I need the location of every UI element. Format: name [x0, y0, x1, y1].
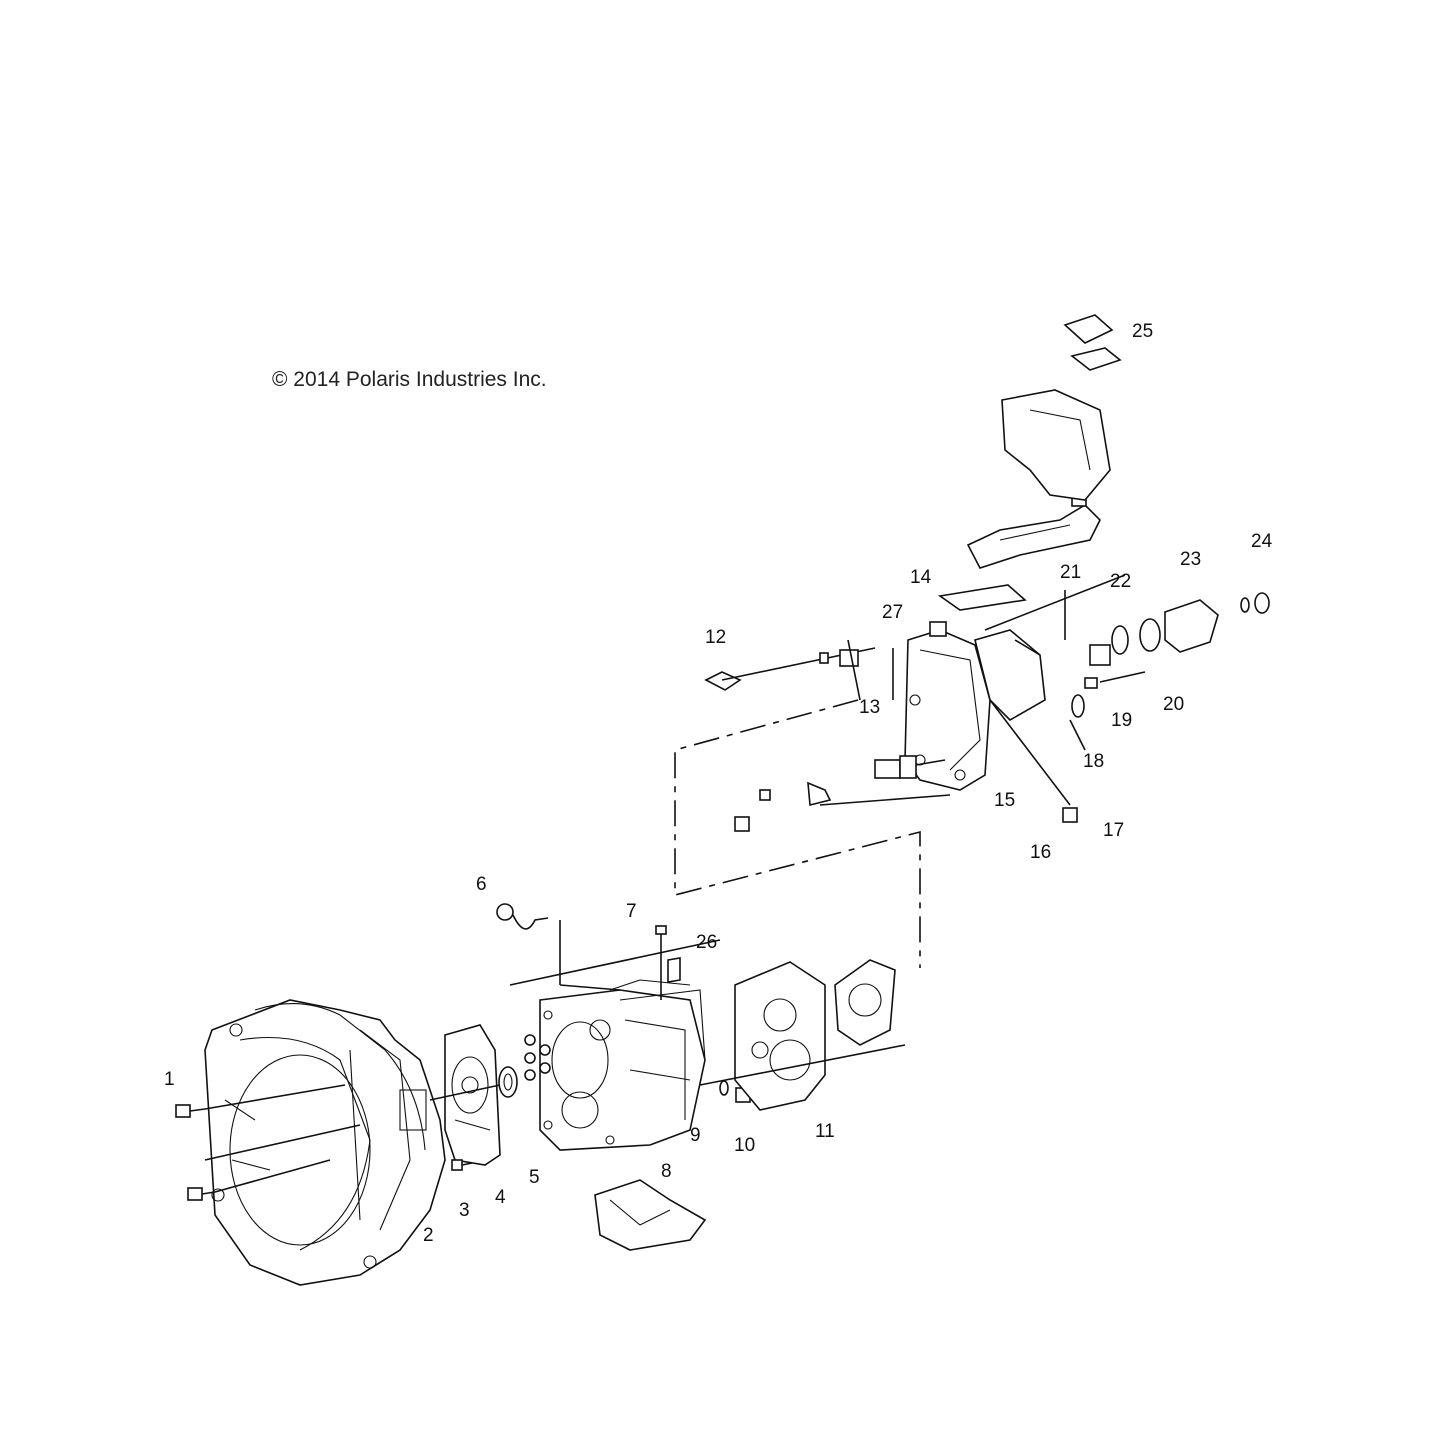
transmission-case — [539, 979, 706, 1151]
callout-6: 6 — [476, 874, 487, 895]
callout-2: 2 — [423, 1225, 434, 1246]
callout-8: 8 — [661, 1161, 672, 1182]
rear-plate — [734, 961, 826, 1111]
callout-13: 13 — [859, 697, 880, 718]
bell-housing — [204, 999, 446, 1286]
callout-3: 3 — [459, 1200, 470, 1221]
callout-5: 5 — [529, 1167, 540, 1188]
nut-24 — [1240, 592, 1270, 614]
callout-12: 12 — [705, 627, 726, 648]
plug-9 — [719, 1080, 729, 1096]
sensor-6 — [496, 903, 549, 930]
callout-labels: 1 2 3 4 5 6 7 8 9 10 11 12 13 14 15 16 1… — [164, 321, 1273, 1246]
front-cover — [444, 1024, 501, 1166]
gasket-14 — [937, 584, 1027, 611]
extension-housing — [904, 629, 1046, 791]
case-studs — [524, 1034, 551, 1081]
callout-11: 11 — [815, 1121, 835, 1142]
group-bracket — [674, 699, 921, 968]
bolt-7 — [655, 925, 667, 1000]
copyright-notice: © 2014 Polaris Industries Inc. — [272, 368, 547, 391]
callout-23: 23 — [1180, 549, 1201, 570]
callout-21: 21 — [1060, 562, 1081, 583]
output-flange-23 — [1089, 599, 1219, 666]
callout-7: 7 — [626, 901, 637, 922]
bolt-1 — [175, 1104, 216, 1201]
callout-25: 25 — [1132, 321, 1153, 342]
gasket-ring — [834, 959, 896, 1046]
callout-9: 9 — [690, 1125, 701, 1146]
callout-22: 22 — [1110, 571, 1131, 592]
fitting-18 — [1071, 694, 1085, 718]
callout-19: 19 — [1111, 710, 1132, 731]
callout-14: 14 — [910, 567, 932, 588]
detent-assembly — [874, 755, 946, 779]
sensor-17 — [1062, 807, 1078, 823]
callout-10: 10 — [734, 1135, 755, 1156]
skid-plate — [594, 1179, 707, 1251]
callout-1: 1 — [164, 1069, 175, 1090]
shift-boot — [1063, 314, 1122, 371]
bracket-26 — [667, 957, 681, 983]
output-seal-22 — [1111, 625, 1129, 655]
small-fitting — [734, 816, 750, 832]
callout-27: 27 — [882, 602, 903, 623]
callout-4: 4 — [495, 1187, 506, 1208]
seal-5 — [498, 1066, 518, 1098]
shift-tower — [1001, 389, 1111, 501]
leader-lines — [204, 574, 1126, 1193]
bolt-3 — [451, 1159, 473, 1171]
callout-26: 26 — [696, 932, 717, 953]
callout-18: 18 — [1083, 751, 1104, 772]
bolt-20 — [1084, 671, 1146, 689]
shift-link — [759, 781, 951, 807]
shift-rod — [704, 647, 876, 691]
callout-20: 20 — [1163, 694, 1184, 715]
callout-24: 24 — [1251, 531, 1273, 552]
callout-16: 16 — [1030, 842, 1051, 863]
callout-15: 15 — [994, 790, 1015, 811]
fitting-27 — [929, 621, 947, 637]
callout-17: 17 — [1103, 820, 1124, 841]
